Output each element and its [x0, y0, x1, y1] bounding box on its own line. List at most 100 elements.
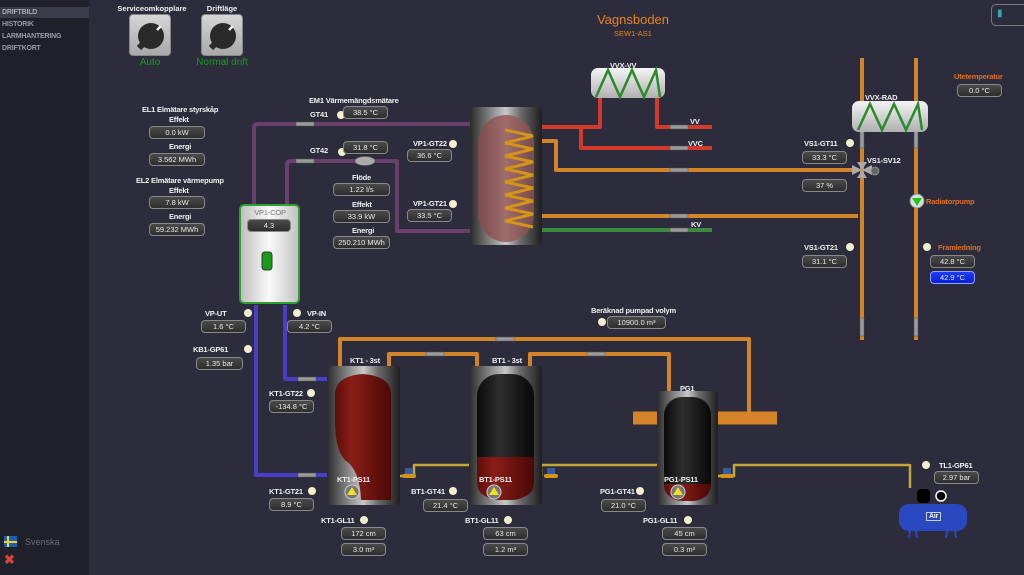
- mode-switch-state: Normal drift: [196, 57, 248, 68]
- outdoor-temp-label: Utetemperatur: [954, 72, 1003, 81]
- vs1-gt11-label: VS1-GT11: [804, 139, 838, 148]
- kt1-gl11-label: KT1-GL11: [321, 516, 355, 525]
- el1-energi-value: 3.562 MWh: [149, 153, 205, 166]
- outdoor-temp-value: 0.0 °C: [957, 84, 1002, 97]
- vv-pipe-label: VV: [690, 117, 700, 126]
- vp1-cop-label: VP1-COP: [254, 208, 286, 217]
- vvc-pipe-label: VVC: [688, 139, 703, 148]
- pg1-volume-value: 0.3 m³: [662, 543, 707, 556]
- service-switch-title: Serviceomkopplare: [117, 4, 187, 13]
- vp1-gt21-value: 33.5 °C: [407, 209, 452, 222]
- el2-title: EL2 Elmätare värmepump: [136, 176, 224, 185]
- bt1-volume-value: 1.2 m³: [483, 543, 528, 556]
- tl1-gp61-value: 2.97 bar: [934, 471, 979, 484]
- pg1-title: PG1: [680, 384, 695, 393]
- vs1-gt11-value: 33.3 °C: [802, 151, 847, 164]
- el1-effekt-label: Effekt: [169, 115, 189, 124]
- kb1-gp61-label: KB1-GP61: [193, 345, 229, 354]
- gt42-value: 31.8 °C: [343, 141, 388, 154]
- page-subtitle: SEW1-AS1: [614, 29, 652, 38]
- kt1-gt22-value: -134.8 °C: [269, 400, 314, 413]
- radiator-pump-label: Radiatorpump: [926, 197, 975, 206]
- em1-effekt-value: 33.9 kW: [333, 210, 390, 223]
- mode-switch[interactable]: [201, 14, 243, 56]
- nav-item-larmhantering[interactable]: LARMHANTERING: [2, 33, 62, 40]
- pg1-ps11-label: PG1-PS11: [664, 475, 698, 484]
- vs1-sv12-value: 37 %: [802, 179, 847, 192]
- gt41-value: 38.5 °C: [343, 106, 388, 119]
- el1-effekt-value: 0.0 kW: [149, 126, 205, 139]
- kv-pipe-label: KV: [691, 220, 702, 229]
- vs1-gt21-label: VS1-GT21: [804, 243, 838, 252]
- pipe-diagram: [239, 58, 967, 539]
- gt42-label: GT42: [310, 146, 328, 155]
- kt1-gt21-label: KT1-GT21: [269, 487, 303, 496]
- supply-temp-label: Framledning: [938, 243, 981, 252]
- pg1-gt41-label: PG1-GT41: [600, 487, 635, 496]
- em1-energi-label: Energi: [352, 226, 375, 235]
- vvx-rad-label: VVX-RAD: [865, 93, 898, 102]
- radiator-pump-icon: [912, 198, 922, 206]
- bt1-level-value: 63 cm: [483, 527, 528, 540]
- app-menu-button[interactable]: ▮: [991, 4, 1024, 26]
- pg1-gt41-value: 21.0 °C: [601, 499, 646, 512]
- vp1-cop-value: 4.3: [247, 219, 291, 232]
- supply-setpoint-input[interactable]: 42.9 °C: [930, 271, 975, 284]
- em1-title: EM1 Värmemängdsmätare: [309, 96, 399, 105]
- el2-effekt-value: 7.8 kW: [149, 196, 205, 209]
- nav-item-driftkort[interactable]: DRIFTKORT: [2, 45, 41, 52]
- vp1-gt22-value: 36.6 °C: [407, 149, 452, 162]
- vs1-gt21-value: 31.1 °C: [802, 255, 847, 268]
- sidebar: DRIFTBILD HISTORIK LARMHANTERING DRIFTKO…: [0, 0, 89, 575]
- kt1-ps11-label: KT1-PS11: [337, 475, 370, 484]
- kb1-gp61-value: 1.35 bar: [196, 357, 243, 370]
- el2-energi-label: Energi: [169, 212, 192, 221]
- tl1-gp61-label: TL1-GP61: [939, 461, 973, 470]
- el2-energi-value: 59.232 MWh: [149, 223, 205, 236]
- valve-motor-icon: [870, 166, 880, 176]
- flode-value: 1.22 l/s: [333, 183, 390, 196]
- service-switch-state: Auto: [139, 57, 161, 68]
- em1-energi-value: 250.210 MWh: [333, 236, 390, 249]
- page-title: Vagnsboden: [596, 12, 670, 27]
- bt1-gt41-label: BT1-GT41: [411, 487, 445, 496]
- bt1-title: BT1 - 3st: [492, 356, 522, 365]
- process-diagram: Vagnsboden SEW1-AS1 ▮ Serviceomkopplare …: [89, 0, 1024, 575]
- vp-in-value: 4.2 °C: [287, 320, 332, 333]
- nav-item-driftbild[interactable]: DRIFTBILD: [0, 7, 89, 18]
- gt41-label: GT41: [310, 110, 328, 119]
- language-selector[interactable]: Svenska: [4, 536, 60, 547]
- kt1-volume-value: 3.0 m³: [341, 543, 386, 556]
- pumped-volume-value: 10900.0 m³: [607, 316, 666, 329]
- pumped-volume-label: Beräknad pumpad volym: [591, 306, 676, 315]
- pg1-gl11-label: PG1-GL11: [643, 516, 678, 525]
- kt1-level-value: 172 cm: [341, 527, 386, 540]
- vp-ut-value: 1.6 °C: [201, 320, 246, 333]
- bt1-ps11-label: BT1-PS11: [479, 475, 512, 484]
- flode-label: Flöde: [352, 173, 371, 182]
- flow-meter-icon: [354, 156, 376, 166]
- vp1-gt22-label: VP1-GT22: [413, 139, 447, 148]
- service-switch[interactable]: [129, 14, 171, 56]
- mode-switch-title: Driftläge: [206, 4, 238, 13]
- close-icon[interactable]: ✖: [4, 552, 15, 567]
- bt1-gl11-label: BT1-GL11: [465, 516, 499, 525]
- language-label: Svenska: [25, 536, 60, 547]
- pg1-level-value: 45 cm: [662, 527, 707, 540]
- vvx-vv-label: VVX-VV: [610, 61, 637, 70]
- vp-ut-label: VP-UT: [205, 309, 227, 318]
- compressor-label: Air: [926, 512, 942, 521]
- kt1-gt21-value: 8.9 °C: [269, 498, 314, 511]
- kt1-title: KT1 - 3st: [350, 356, 380, 365]
- el1-title: EL1 Elmätare styrskåp: [142, 105, 219, 114]
- kt1-gt22-label: KT1-GT22: [269, 389, 303, 398]
- vp1-gt21-label: VP1-GT21: [413, 199, 447, 208]
- vs1-sv12-label: VS1-SV12: [867, 156, 901, 165]
- pump-icons: [344, 484, 686, 500]
- supply-temp-value: 42.8 °C: [930, 255, 975, 268]
- em1-effekt-label: Effekt: [352, 200, 372, 209]
- swedish-flag-icon: [4, 536, 17, 547]
- nav-item-historik[interactable]: HISTORIK: [2, 21, 34, 28]
- el1-energi-label: Energi: [169, 142, 192, 151]
- el2-effekt-label: Effekt: [169, 186, 189, 195]
